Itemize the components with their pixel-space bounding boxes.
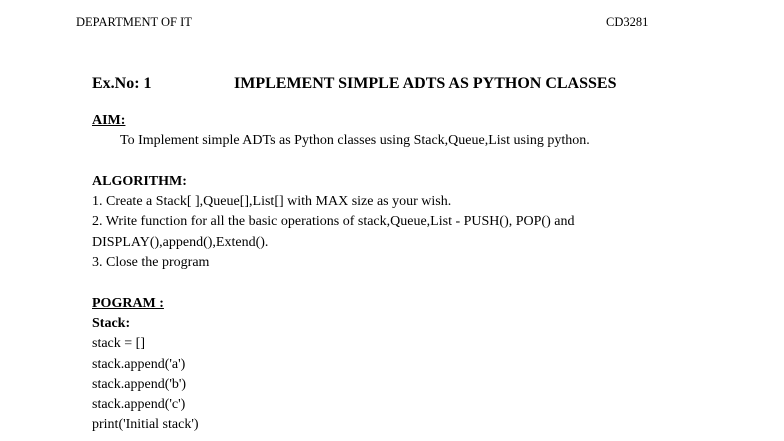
aim-text: To Implement simple ADTs as Python class… bbox=[120, 133, 590, 149]
program-heading: POGRAM : bbox=[92, 295, 164, 311]
exercise-number: Ex.No: 1 bbox=[92, 75, 152, 92]
code-line: stack.append('c') bbox=[92, 397, 186, 413]
page-header-department: DEPARTMENT OF IT bbox=[76, 15, 192, 29]
code-line: stack = [] bbox=[92, 336, 145, 352]
exercise-title: IMPLEMENT SIMPLE ADTS AS PYTHON CLASSES bbox=[234, 75, 617, 92]
algorithm-step: 2. Write function for all the basic oper… bbox=[92, 214, 575, 230]
code-line: print('Initial stack') bbox=[92, 417, 199, 433]
aim-heading: AIM: bbox=[92, 113, 126, 128]
code-line: stack.append('a') bbox=[92, 356, 186, 372]
code-line: stack.append('b') bbox=[92, 376, 187, 392]
document-body: AIM: To Implement simple ADTs as Python … bbox=[92, 111, 590, 436]
algorithm-step: 3. Close the program bbox=[92, 255, 210, 271]
stack-subheading: Stack: bbox=[92, 315, 131, 331]
algorithm-step: 1. Create a Stack[ ],Queue[],List[] with… bbox=[92, 194, 452, 210]
page-header-code: CD3281 bbox=[606, 15, 649, 29]
algorithm-step: DISPLAY(),append(),Extend(). bbox=[92, 234, 269, 250]
algorithm-heading: ALGORITHM: bbox=[92, 173, 187, 189]
